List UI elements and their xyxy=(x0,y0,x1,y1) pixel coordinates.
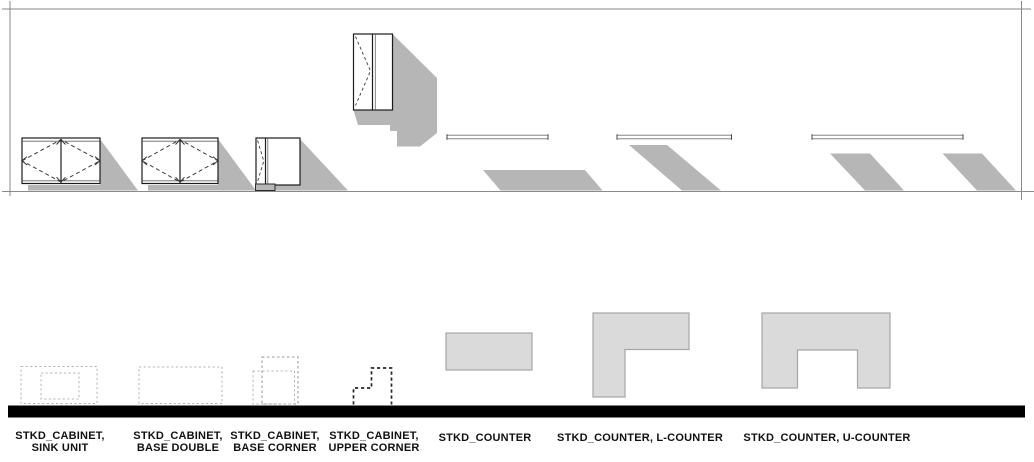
item-label-sink-unit: STKD_CABINET, SINK UNIT xyxy=(15,430,104,454)
label-line-1: STKD_CABINET, xyxy=(230,430,320,442)
ground-bar xyxy=(8,405,1025,418)
slab-end-ticks xyxy=(811,134,964,140)
label-line-2: BASE DOUBLE xyxy=(136,442,220,454)
upper-corner-plan[interactable] xyxy=(352,367,393,405)
swing-arrowheads xyxy=(141,138,219,183)
door-swing-indicator xyxy=(355,36,371,106)
toe-kick xyxy=(255,183,276,191)
cabinet-edge-lines xyxy=(264,138,269,185)
label-line-1: STKD_CABINET, xyxy=(329,430,419,442)
label-line-2: BASE CORNER xyxy=(233,442,317,454)
label-line-2: UPPER CORNER xyxy=(328,442,420,454)
item-label-counter: STKD_COUNTER xyxy=(439,432,532,444)
drop-shadow xyxy=(483,170,603,191)
u-counter-plan[interactable] xyxy=(761,312,891,389)
base-corner-elevation[interactable] xyxy=(255,137,349,191)
cabinet-edge-lines xyxy=(22,139,100,183)
counter-slab-edge xyxy=(811,134,964,140)
swing-arrowheads xyxy=(21,138,101,183)
base-double-plan[interactable] xyxy=(138,366,223,404)
door-swing-indicator xyxy=(257,140,265,182)
door-footprint-outline xyxy=(252,370,295,405)
base-corner-plan[interactable] xyxy=(252,356,299,405)
cabinet-edge-lines xyxy=(142,139,218,183)
drop-shadow xyxy=(28,139,138,191)
cabinet-edge-lines xyxy=(371,34,376,110)
label-line-1: STKD_COUNTER xyxy=(438,432,532,444)
label-line-1: STKD_CABINET, xyxy=(15,430,105,442)
label-line-1: STKD_COUNTER, L-COUNTER xyxy=(557,432,723,444)
cabinet-footprint-outline xyxy=(261,356,299,405)
l-counter-plan[interactable] xyxy=(592,312,690,398)
slab-end-ticks xyxy=(446,134,549,140)
cabinet-footprint-outline xyxy=(352,367,393,405)
door-swing-indicator xyxy=(20,139,102,183)
drop-shadow xyxy=(629,145,721,191)
upper-corner-elevation[interactable] xyxy=(352,33,438,147)
cabinet-body xyxy=(255,137,301,186)
base-double-elevation[interactable] xyxy=(140,137,256,191)
drop-shadow xyxy=(275,139,348,191)
elevation-frame xyxy=(2,1,1034,200)
sink-outline xyxy=(40,372,80,400)
label-line-2: SINK UNIT xyxy=(31,442,89,454)
cabinet-footprint-outline xyxy=(138,366,223,404)
u-counter-elevation[interactable] xyxy=(811,134,1016,191)
item-label-l-counter: STKD_COUNTER, L-COUNTER xyxy=(557,432,723,444)
counter-footprint xyxy=(592,312,690,398)
item-label-u-counter: STKD_COUNTER, U-COUNTER xyxy=(743,432,910,444)
drop-shadow-left-leg xyxy=(830,153,904,191)
drop-shadow xyxy=(353,34,437,147)
label-line-1: STKD_CABINET, xyxy=(133,430,223,442)
item-label-upper-corner: STKD_CABINET, UPPER CORNER xyxy=(328,430,419,454)
slab-end-ticks xyxy=(616,134,732,140)
drop-shadow-right-leg xyxy=(942,153,1016,191)
item-label-base-double: STKD_CABINET, BASE DOUBLE xyxy=(133,430,222,454)
counter-plan[interactable] xyxy=(445,332,533,371)
counter-slab-edge xyxy=(446,134,549,140)
label-line-1: STKD_COUNTER, U-COUNTER xyxy=(743,432,911,444)
item-label-base-corner: STKD_CABINET, BASE CORNER xyxy=(230,430,319,454)
sink-unit-plan[interactable] xyxy=(20,366,98,404)
counter-slab-edge xyxy=(616,134,732,140)
cabinet-footprint-outline xyxy=(20,366,98,404)
counter-footprint xyxy=(445,332,533,371)
counter-footprint xyxy=(761,312,891,389)
sink-unit-elevation[interactable] xyxy=(20,137,138,191)
counter-elevation[interactable] xyxy=(446,134,603,191)
drop-shadow xyxy=(148,139,256,191)
l-counter-elevation[interactable] xyxy=(616,134,732,191)
